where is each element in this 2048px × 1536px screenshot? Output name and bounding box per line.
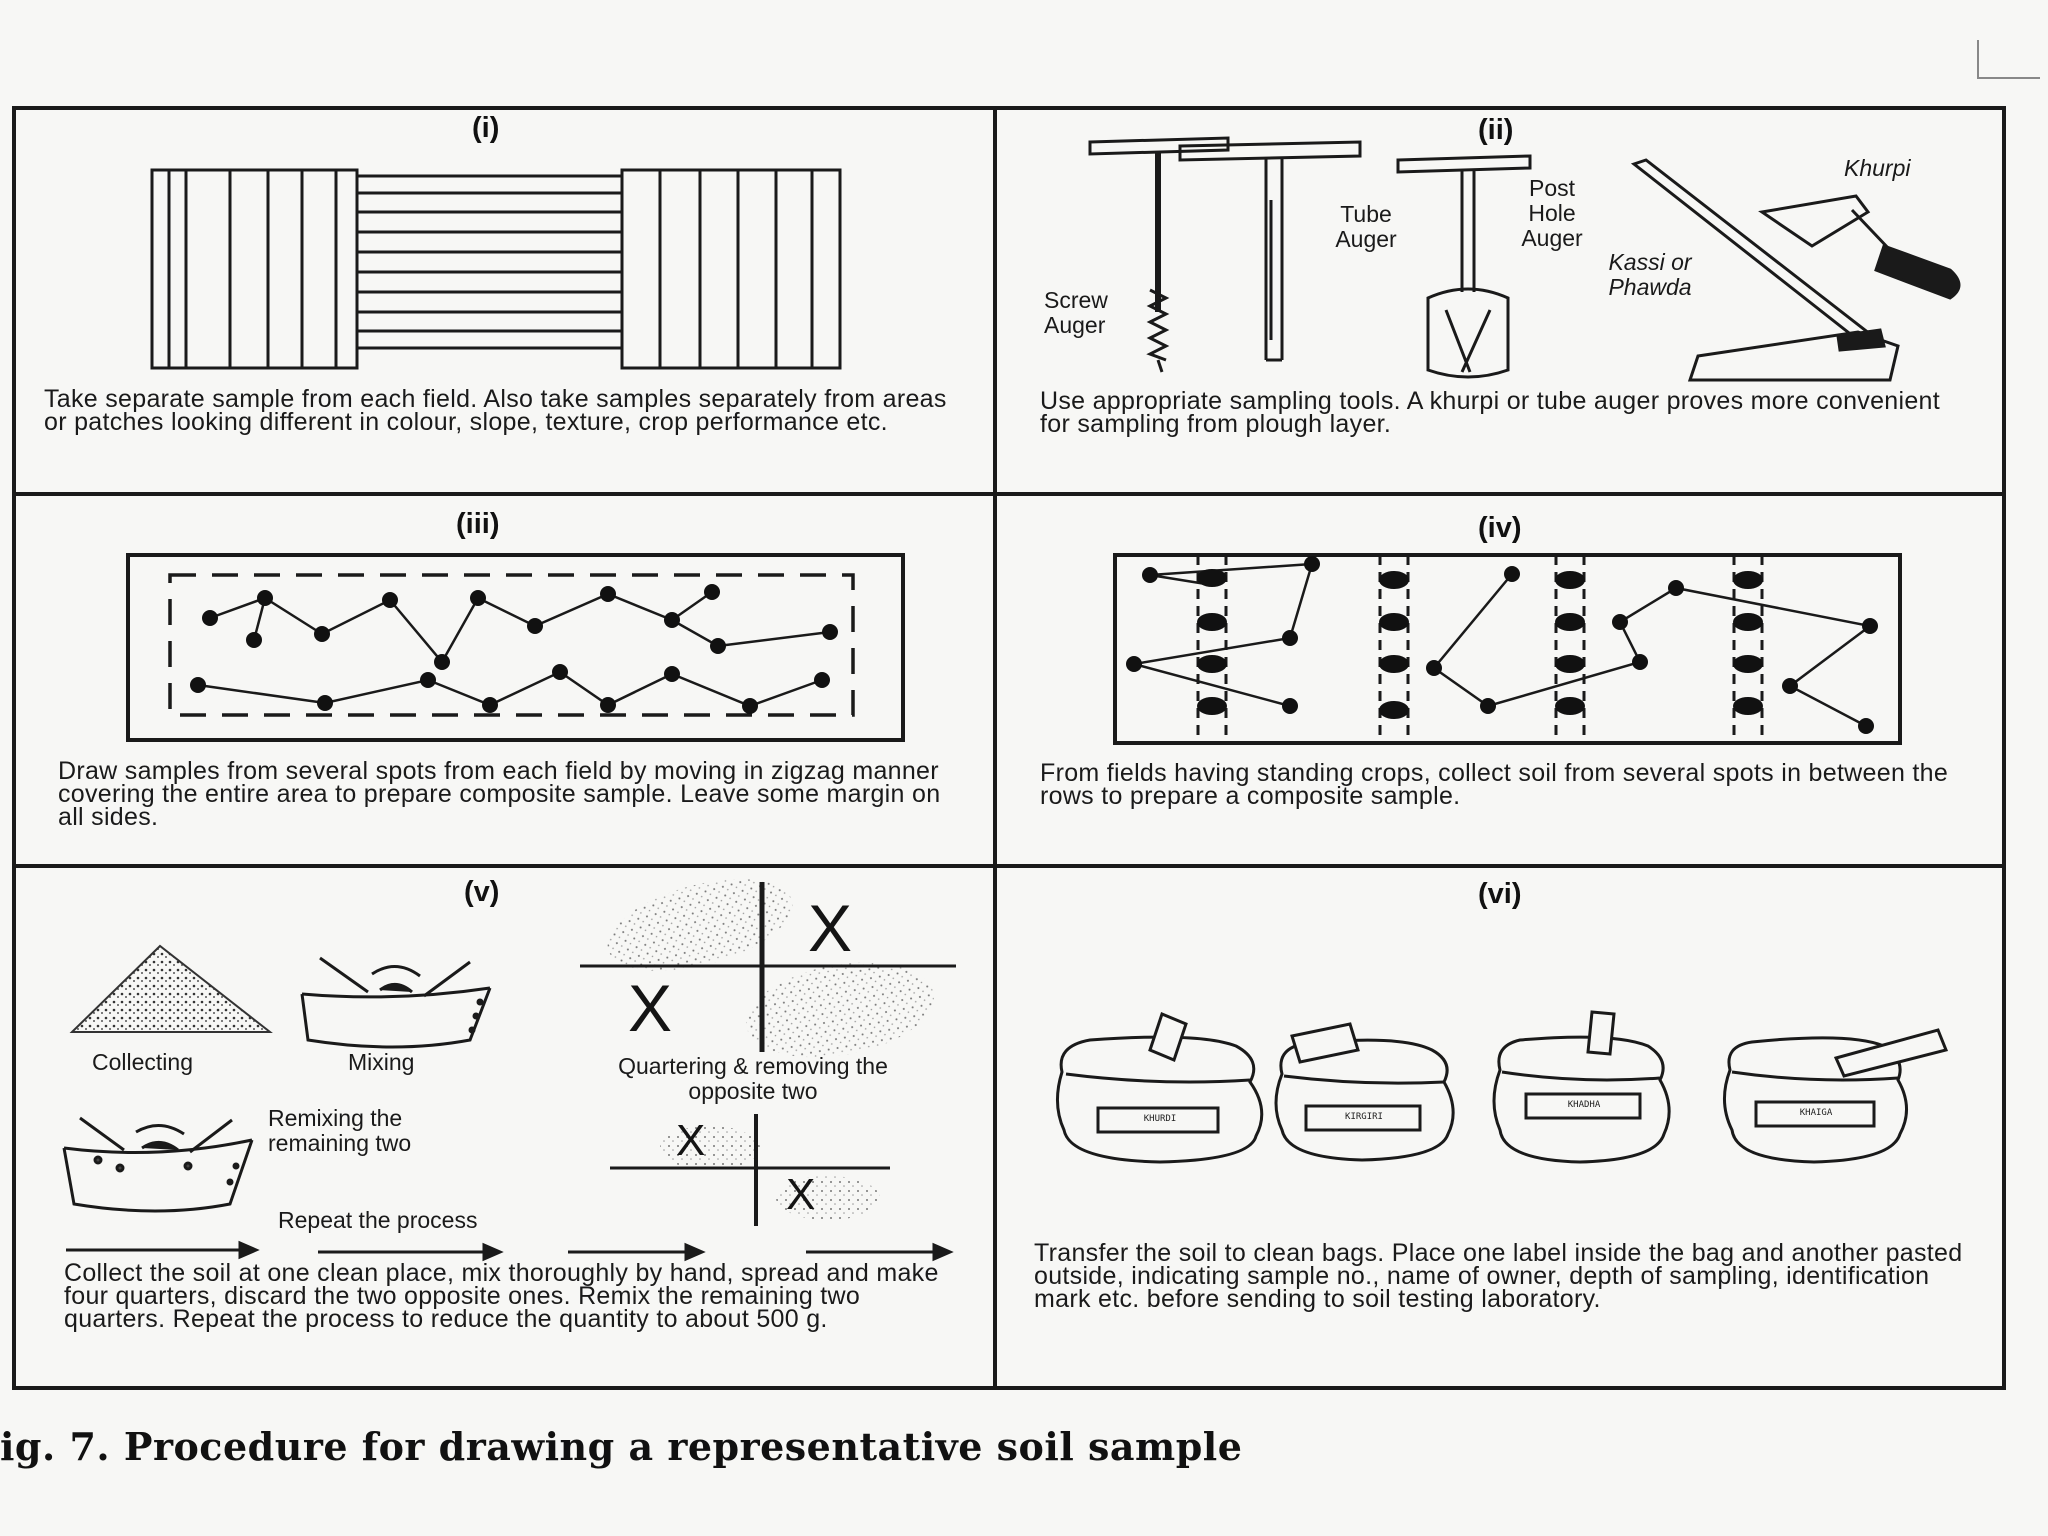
page-corner-mark xyxy=(1977,40,2040,79)
panel-iv-description: From fields having standing crops, colle… xyxy=(1040,759,1949,810)
panel-vi-description: Transfer the soil to clean bags. Place o… xyxy=(1034,1239,1963,1313)
figure-caption: ig. 7. Procedure for drawing a represent… xyxy=(0,1424,1243,1469)
kassi-phawda-icon xyxy=(1630,158,1900,382)
panel-number-iii: (iii) xyxy=(456,508,500,540)
discard-mark-top-right: X xyxy=(808,891,853,965)
soil-heap-icon xyxy=(69,944,273,1033)
discard-mark-small-left: X xyxy=(676,1116,706,1165)
tube-auger-icon xyxy=(1178,140,1362,362)
sampling-spots-between-rows xyxy=(1126,556,1878,734)
figure-frame xyxy=(12,106,2006,1390)
panel-v-description: Collect the soil at one clean place, mix… xyxy=(64,1259,939,1333)
repeat-arrows xyxy=(66,1240,954,1262)
sampling-spots-zigzag xyxy=(190,584,838,714)
collecting-label: Collecting xyxy=(92,1049,193,1075)
quartering-cross-large xyxy=(580,879,956,1058)
quartering-cross-small xyxy=(610,1114,890,1226)
row-plants xyxy=(1197,569,1763,719)
discard-mark-small-right: X xyxy=(786,1170,816,1219)
bag-label-3: KHADHA xyxy=(1567,1100,1601,1110)
mixing-label: Mixing xyxy=(348,1049,415,1075)
screw-auger-label: Screw Auger xyxy=(1044,287,1108,338)
panel-number-i: (i) xyxy=(472,112,500,144)
discard-mark-bottom-left: X xyxy=(628,971,673,1045)
panel-number-v: (v) xyxy=(464,876,500,908)
zigzag-sampling-map xyxy=(126,553,905,742)
soil-bag-4 xyxy=(1723,1028,1949,1164)
soil-bags xyxy=(1056,1010,1949,1164)
panel-number-ii: (ii) xyxy=(1478,114,1514,146)
bag-label-2: KIRGIRI xyxy=(1345,1112,1383,1122)
quartering-label: Quartering & removing the opposite two xyxy=(618,1053,888,1104)
panel-number-iv: (iv) xyxy=(1478,512,1522,544)
crop-rows-sampling-map xyxy=(1113,553,1902,745)
repeat-label: Repeat the process xyxy=(278,1207,478,1233)
panel-number-vi: (vi) xyxy=(1478,878,1522,910)
bag-label-1: KHURDI xyxy=(1143,1114,1177,1124)
kassi-phawda-label: Kassi or Phawda xyxy=(1608,249,1692,300)
post-hole-auger-label: Post Hole Auger xyxy=(1521,175,1583,251)
panel-iii-description: Draw samples from several spots from eac… xyxy=(58,757,941,831)
soil-bag-3 xyxy=(1492,1010,1671,1164)
soil-bag-1 xyxy=(1056,1011,1264,1164)
mixing-pot-icon xyxy=(300,956,492,1049)
panel-ii-description: Use appropriate sampling tools. A khurpi… xyxy=(1040,387,1940,438)
remixing-label: Remixing the remaining two xyxy=(268,1105,412,1156)
khurpi-icon xyxy=(1758,194,1961,300)
panel-i-description: Take separate sample from each field. Al… xyxy=(44,385,947,436)
fields-illustration xyxy=(150,168,842,370)
khurpi-label: Khurpi xyxy=(1844,155,1911,181)
bag-label-4: KHAIGA xyxy=(1799,1108,1833,1118)
remixing-pot-icon xyxy=(62,1116,254,1213)
screw-auger-icon xyxy=(1088,136,1230,373)
post-hole-auger-icon xyxy=(1396,154,1532,379)
tube-auger-label: Tube Auger xyxy=(1335,201,1397,252)
soil-bag-2 xyxy=(1274,1022,1455,1162)
